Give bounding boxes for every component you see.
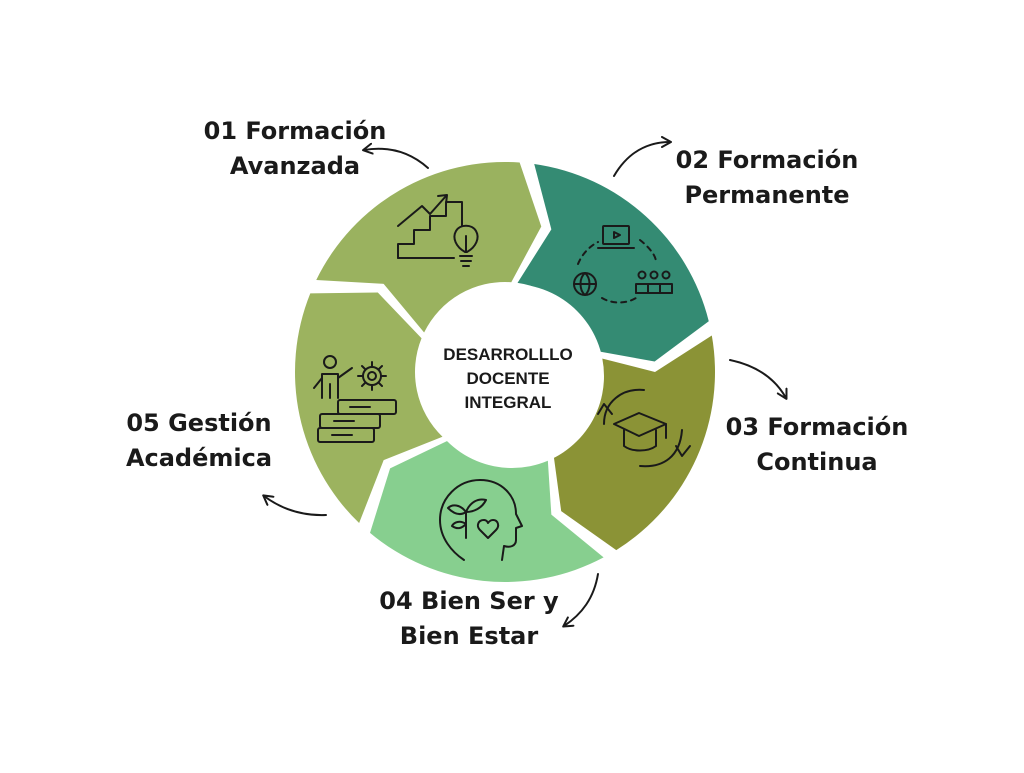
center-line-2: DOCENTE: [466, 369, 549, 388]
graduation-cap-cycle-icon: [597, 388, 691, 468]
head-plant-heart-icon: [439, 479, 523, 561]
segment-02: [517, 164, 709, 362]
segment-03: [552, 335, 716, 551]
cycle-arrow-4: [562, 573, 599, 628]
center-line-1: DESARROLLLO: [443, 345, 572, 364]
stage-1-subtitle: Avanzada: [229, 152, 361, 180]
stage-5-label: 05 Gestión Académica: [96, 406, 302, 476]
stage-1-label: 01 Formación Avanzada: [182, 114, 408, 184]
cycle-arrow-3: [729, 359, 788, 400]
stage-2-title: 02 Formación: [675, 146, 859, 174]
segment-04: [370, 440, 604, 583]
cycle-arrow-1: [362, 142, 429, 169]
stage-5-subtitle: Académica: [125, 444, 273, 472]
stage-3-label: 03 Formación Continua: [704, 410, 930, 480]
stage-4-label: 04 Bien Ser y Bien Estar: [356, 584, 582, 654]
stage-1-title: 01 Formación: [203, 117, 387, 145]
stage-5-title: 05 Gestión: [126, 409, 272, 437]
stage-3-title: 03 Formación: [725, 413, 909, 441]
cycle-arrows: [262, 136, 788, 628]
stairs-lightbulb-icon: [397, 194, 479, 267]
stage-2-subtitle: Permanente: [684, 181, 850, 209]
center-line-3: INTEGRAL: [465, 393, 552, 412]
center-circle: [420, 284, 604, 468]
stage-4-title: 04 Bien Ser y: [379, 587, 559, 615]
laptop-network-icon: [573, 225, 673, 304]
person-books-gear-icon: [313, 355, 397, 443]
stage-3-subtitle: Continua: [756, 448, 878, 476]
stage-2-label: 02 Formación Permanente: [654, 143, 880, 213]
cycle-arrow-2: [613, 136, 672, 177]
segment-01: [316, 162, 542, 333]
cycle-arrow-5: [262, 494, 327, 517]
stage-4-subtitle: Bien Estar: [399, 622, 539, 650]
